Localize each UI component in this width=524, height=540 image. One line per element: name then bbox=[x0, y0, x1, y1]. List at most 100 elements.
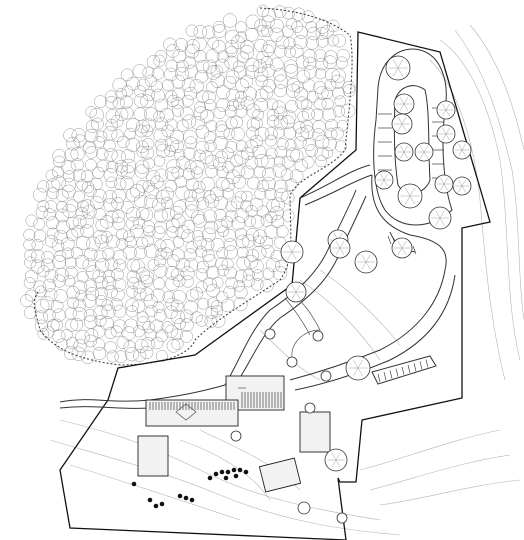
tree-branch bbox=[435, 210, 441, 219]
canopy-tree bbox=[265, 257, 281, 273]
canopy-tree bbox=[223, 238, 237, 252]
canopy-tree bbox=[164, 265, 179, 280]
canopy-tree bbox=[225, 29, 240, 45]
tree-branch bbox=[335, 459, 341, 468]
canopy-tree bbox=[83, 315, 98, 329]
canopy-tree bbox=[63, 274, 76, 287]
canopy-tree bbox=[47, 319, 60, 332]
canopy-tree bbox=[260, 279, 274, 293]
canopy-tree bbox=[302, 49, 317, 64]
canopy-tree bbox=[189, 79, 204, 94]
canopy-tree bbox=[47, 187, 59, 200]
canopy-tree bbox=[170, 309, 186, 325]
canopy-tree bbox=[76, 235, 91, 251]
tree-branch bbox=[461, 185, 466, 193]
canopy-tree bbox=[141, 234, 154, 247]
canopy-tree bbox=[315, 155, 328, 168]
canopy-tree bbox=[144, 328, 157, 341]
canopy-tree bbox=[160, 247, 173, 260]
canopy-tree bbox=[231, 127, 245, 141]
tree-branch bbox=[400, 145, 405, 153]
canopy-tree bbox=[290, 44, 304, 58]
tree-branch bbox=[380, 179, 385, 187]
tree-branch bbox=[287, 244, 293, 253]
canopy-tree bbox=[273, 5, 287, 19]
canopy-tree bbox=[180, 330, 193, 343]
canopy-tree bbox=[195, 124, 210, 139]
canopy-tree bbox=[125, 305, 139, 318]
canopy-tree bbox=[112, 249, 128, 265]
canopy-tree bbox=[193, 149, 206, 162]
annex-building-south bbox=[258, 457, 302, 493]
canopy-tree bbox=[174, 66, 190, 81]
canopy-tree bbox=[185, 204, 199, 218]
canopy-tree bbox=[261, 63, 276, 78]
canopy-tree bbox=[55, 208, 70, 223]
canopy-tree bbox=[234, 270, 248, 283]
canopy-tree bbox=[342, 84, 356, 97]
canopy-tree bbox=[34, 319, 48, 333]
tree-branch bbox=[403, 145, 408, 153]
hedge-shrub bbox=[147, 497, 153, 503]
canopy-tree bbox=[223, 285, 236, 298]
hedge-shrub bbox=[213, 471, 219, 477]
canopy-tree bbox=[261, 25, 273, 38]
tree-branch bbox=[458, 149, 463, 157]
canopy-tree bbox=[61, 177, 76, 193]
canopy-tree bbox=[199, 150, 214, 165]
canopy-tree bbox=[151, 88, 166, 103]
canopy-tree bbox=[124, 346, 140, 362]
canopy-tree bbox=[174, 38, 189, 52]
canopy-tree bbox=[261, 176, 276, 191]
canopy-tree bbox=[212, 24, 227, 38]
canopy-tree bbox=[210, 300, 224, 313]
tree-branch bbox=[445, 133, 450, 141]
canopy-tree bbox=[155, 349, 168, 362]
canopy-tree bbox=[133, 93, 149, 108]
canopy-tree bbox=[212, 157, 227, 171]
canopy-tree bbox=[62, 247, 74, 260]
tree-branch bbox=[353, 359, 359, 369]
canopy-tree bbox=[184, 196, 199, 211]
canopy-tree bbox=[323, 50, 338, 65]
canopy-tree bbox=[193, 235, 207, 250]
specimen-tree bbox=[264, 328, 276, 340]
canopy-tree bbox=[324, 127, 338, 141]
tree-branch bbox=[403, 103, 409, 112]
canopy-tree bbox=[82, 258, 97, 272]
hedge-shrub bbox=[233, 473, 239, 479]
tree-branch bbox=[397, 123, 403, 132]
tree-branch bbox=[353, 367, 359, 377]
canopy-tree bbox=[151, 67, 164, 80]
canopy-tree bbox=[34, 285, 47, 298]
canopy-tree bbox=[222, 147, 234, 159]
access-road bbox=[59, 164, 456, 409]
canopy-tree bbox=[207, 37, 220, 49]
canopy-tree bbox=[106, 350, 119, 363]
canopy-tree bbox=[205, 265, 220, 280]
canopy-tree bbox=[155, 143, 171, 158]
canopy-tree bbox=[125, 187, 140, 202]
canopy-tree bbox=[234, 208, 249, 223]
canopy-tree bbox=[294, 158, 308, 173]
canopy-tree bbox=[126, 285, 139, 298]
canopy-tree bbox=[142, 66, 155, 79]
canopy-tree bbox=[103, 198, 118, 213]
canopy-tree bbox=[300, 125, 315, 140]
canopy-tree bbox=[224, 104, 238, 118]
canopy-tree bbox=[272, 265, 288, 281]
canopy-tree bbox=[222, 228, 236, 242]
canopy-tree bbox=[311, 108, 324, 121]
canopy-tree bbox=[112, 77, 127, 92]
canopy-tree bbox=[185, 289, 199, 302]
canopy-tree bbox=[120, 164, 135, 180]
canopy-tree bbox=[239, 45, 255, 60]
canopy-tree bbox=[139, 208, 154, 222]
canopy-tree bbox=[270, 19, 284, 33]
forest-edge bbox=[33, 7, 353, 366]
canopy-tree bbox=[241, 233, 256, 248]
tree-branch bbox=[401, 116, 407, 125]
canopy-tree bbox=[147, 259, 160, 271]
canopy-tree bbox=[84, 279, 97, 293]
canopy-tree bbox=[306, 26, 321, 41]
